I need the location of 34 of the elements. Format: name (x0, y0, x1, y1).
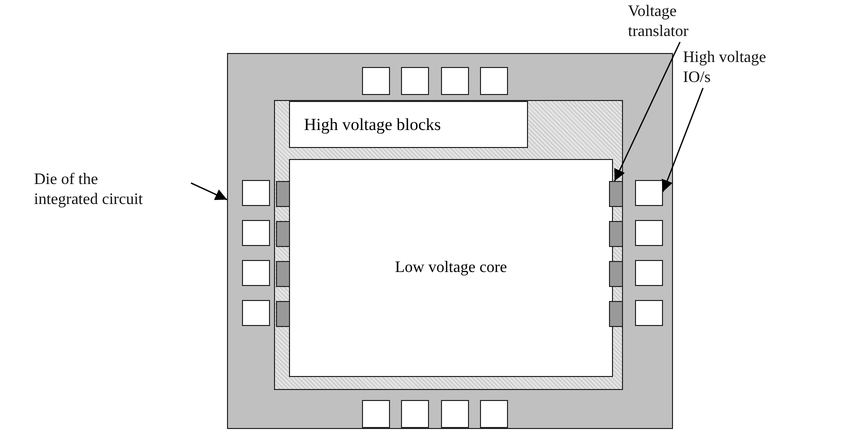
translator-block (609, 261, 623, 287)
die-outline (227, 53, 673, 429)
translator-block (609, 221, 623, 247)
pad (441, 67, 469, 95)
hatched-region (274, 100, 623, 390)
translator-block (609, 301, 623, 327)
pad (242, 260, 270, 286)
pad (242, 300, 270, 326)
callout-label: High voltage IO/s (683, 48, 783, 88)
pad (401, 400, 429, 428)
pad (362, 67, 390, 95)
pad (480, 400, 508, 428)
callout-label: Die of the integrated circuit (34, 170, 191, 212)
block: High voltage blocks (289, 101, 528, 148)
leader-arrow (662, 88, 704, 192)
pad (362, 400, 390, 428)
pad (441, 400, 469, 428)
pad (401, 67, 429, 95)
pad (635, 180, 663, 206)
core-block: Low voltage core (289, 159, 613, 377)
pad (242, 180, 270, 206)
pad (635, 260, 663, 286)
translator-block (609, 181, 623, 207)
translator-block (276, 221, 290, 247)
leader-arrow (190, 182, 228, 200)
translator-block (276, 261, 290, 287)
pad (480, 67, 508, 95)
pad (635, 220, 663, 246)
translator-block (276, 181, 290, 207)
translator-block (276, 301, 290, 327)
pad (242, 220, 270, 246)
leader-arrow (614, 42, 681, 182)
callout-label: Voltage translator (628, 2, 708, 42)
pad (635, 300, 663, 326)
